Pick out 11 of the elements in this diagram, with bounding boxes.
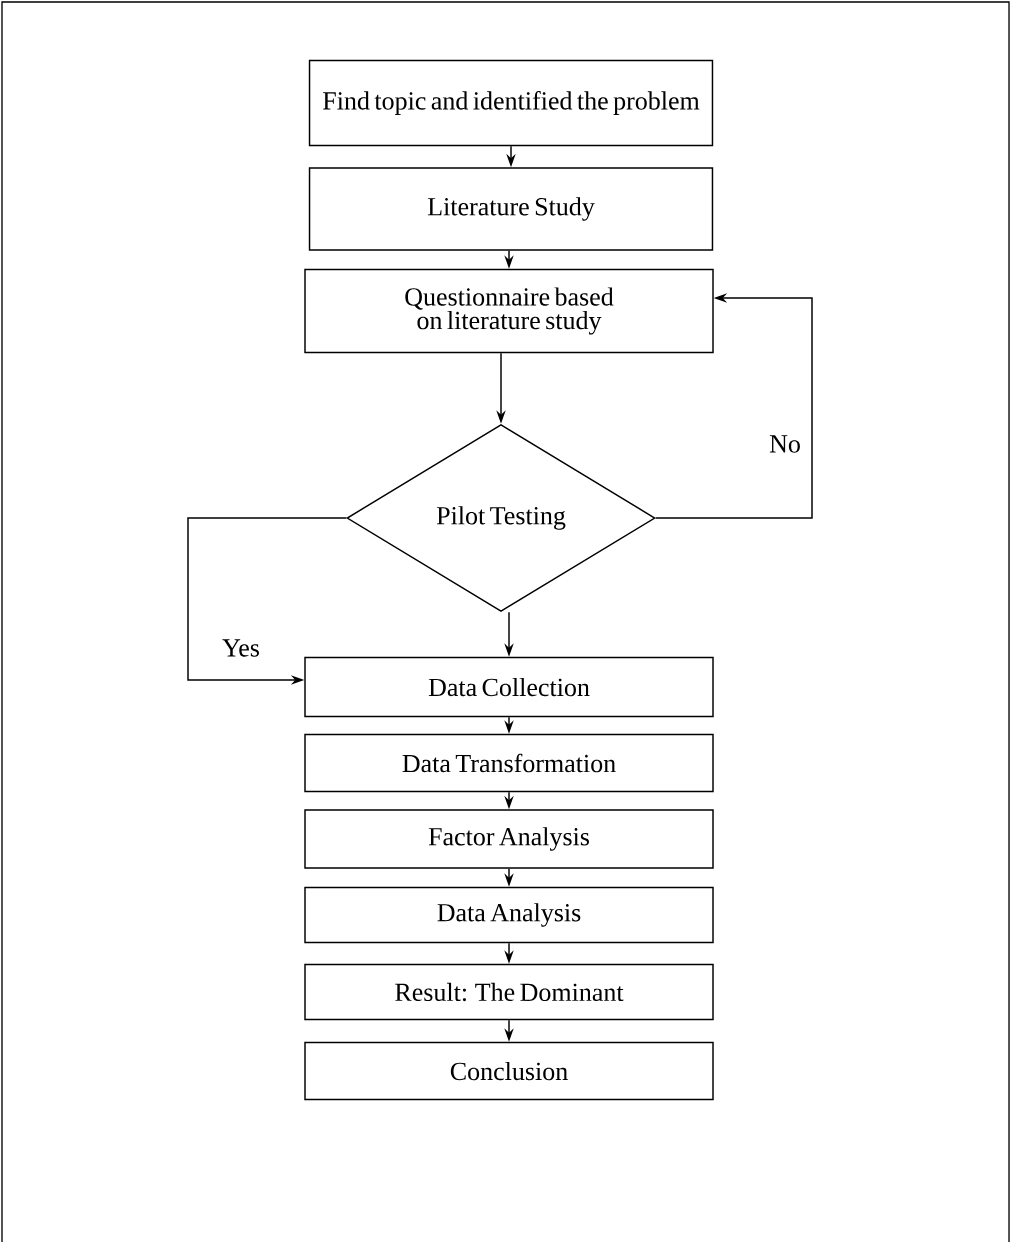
process-box: Data Collection	[304, 656, 714, 718]
process-box: Questionnaire based on literature study	[304, 268, 714, 354]
process-box: Factor Analysis	[304, 809, 714, 869]
process-box: Data Analysis	[304, 886, 714, 944]
process-box: Find topic and identified the problem	[308, 59, 714, 147]
process-box: Result: The Dominant	[304, 963, 714, 1021]
process-box: Conclusion	[304, 1041, 714, 1101]
edge-label: Yes	[220, 638, 262, 658]
process-box: Data Transformation	[304, 733, 714, 793]
edge-label: No	[767, 434, 803, 454]
process-box: Literature Study	[308, 167, 714, 251]
